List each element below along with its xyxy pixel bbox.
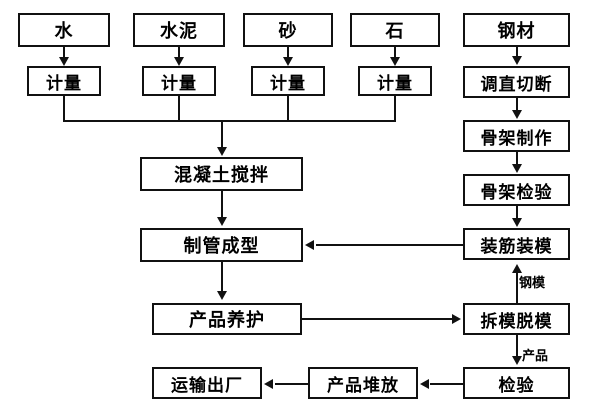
node-frame-make: 骨架制作 (463, 120, 570, 152)
node-label: 水泥 (160, 21, 198, 42)
arrowhead-down (512, 356, 522, 365)
node-label: 运输出厂 (171, 375, 243, 396)
connector-straighten-to-frame (516, 98, 518, 110)
node-meter-sand: 计量 (251, 66, 325, 96)
node-label: 石 (385, 21, 405, 42)
arrowhead-down (283, 57, 293, 66)
node-label: 水 (54, 21, 74, 42)
connector-mixer-to-forming (221, 191, 223, 217)
node-sand: 砂 (243, 13, 333, 47)
node-cement: 水泥 (133, 13, 225, 47)
node-stone: 石 (350, 13, 440, 47)
node-concrete-mix: 混凝土搅拌 (140, 157, 303, 191)
node-label: 拆模脱模 (480, 311, 553, 332)
connector-meter-stone-down (394, 96, 396, 122)
node-label: 装筋装模 (480, 236, 553, 257)
connector-stack-to-transport (275, 383, 308, 385)
annotation-product: 产品 (522, 349, 549, 364)
node-label: 骨架检验 (480, 182, 553, 203)
node-label: 混凝土搅拌 (174, 165, 269, 186)
node-label: 调直切断 (480, 74, 553, 95)
connector-demould-to-install-steelmould (516, 273, 518, 303)
arrowhead-left (264, 379, 273, 389)
node-pipe-forming: 制管成型 (140, 228, 303, 262)
node-label: 产品堆放 (327, 375, 399, 396)
node-label: 计量 (161, 73, 197, 94)
node-transport-out: 运输出厂 (152, 367, 262, 399)
arrowhead-up (512, 264, 522, 273)
arrowhead-down (174, 57, 184, 66)
connector-cement-to-meter (178, 47, 180, 59)
node-label: 检验 (498, 375, 535, 396)
arrowhead-down (217, 147, 227, 156)
connector-meter-sand-down (287, 96, 289, 122)
arrowhead-down (512, 56, 522, 65)
arrowhead-down (512, 110, 522, 119)
connector-curing-to-demould (302, 318, 452, 320)
connector-inspection-to-stack (430, 383, 463, 385)
node-product-stack: 产品堆放 (308, 367, 418, 399)
arrowhead-down (217, 291, 227, 300)
connector-water-to-meter (63, 47, 65, 59)
arrowhead-left (305, 240, 314, 250)
connector-meter-water-down (63, 96, 65, 122)
annotation-steel-mould: 钢模 (519, 276, 546, 291)
arrowhead-down (512, 164, 522, 173)
node-inspection: 检验 (463, 367, 570, 399)
connector-frame-to-inspect (516, 152, 518, 164)
arrowhead-down (59, 57, 69, 66)
node-meter-cement: 计量 (142, 66, 216, 96)
arrowhead-right (452, 314, 461, 324)
node-label: 产品养护 (189, 310, 265, 331)
connector-meter-cement-down (178, 96, 180, 122)
node-meter-water: 计量 (27, 66, 101, 96)
node-water: 水 (18, 13, 110, 47)
node-frame-inspect: 骨架检验 (463, 174, 570, 206)
node-label: 钢材 (497, 21, 536, 42)
arrowhead-down (217, 217, 227, 226)
connector-bus-to-mixer (221, 120, 223, 148)
node-install-rebar: 装筋装模 (463, 228, 570, 260)
node-product-curing: 产品养护 (152, 303, 302, 335)
connector-install-to-forming (316, 244, 463, 246)
connector-mix-bus (63, 120, 396, 122)
node-label: 计量 (270, 73, 306, 94)
arrowhead-down (512, 218, 522, 227)
arrowhead-left (420, 379, 429, 389)
node-label: 计量 (46, 73, 82, 94)
node-demould: 拆模脱模 (463, 303, 570, 335)
arrowhead-down (390, 57, 400, 66)
connector-steel-to-straighten (516, 47, 518, 57)
node-label: 制管成型 (183, 236, 260, 257)
connector-stone-to-meter (394, 47, 396, 59)
connector-forming-to-curing (221, 262, 223, 292)
node-straighten-cut: 调直切断 (463, 66, 570, 98)
node-meter-stone: 计量 (358, 66, 432, 96)
node-label: 砂 (278, 21, 298, 42)
node-steel: 钢材 (463, 13, 570, 47)
connector-demould-to-inspection-product (516, 335, 518, 357)
connector-inspect-to-install (516, 206, 518, 218)
node-label: 计量 (377, 73, 413, 94)
node-label: 骨架制作 (480, 128, 553, 149)
connector-sand-to-meter (287, 47, 289, 59)
